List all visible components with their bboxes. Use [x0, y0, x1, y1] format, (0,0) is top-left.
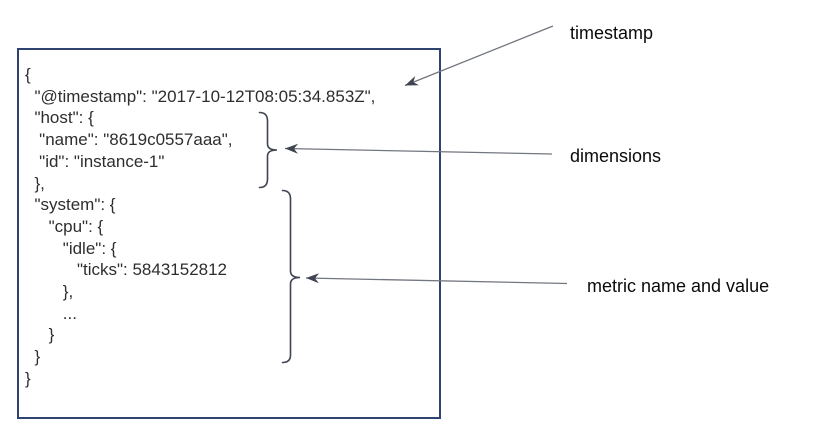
json-code: { "@timestamp": "2017-10-12T08:05:34.853… [25, 65, 376, 388]
dimensions-label: dimensions [570, 146, 662, 166]
metric-name-and-value-label: metric name and value [587, 276, 770, 296]
json-document-box: { "@timestamp": "2017-10-12T08:05:34.853… [17, 48, 441, 419]
timestamp-label: timestamp [570, 23, 654, 43]
